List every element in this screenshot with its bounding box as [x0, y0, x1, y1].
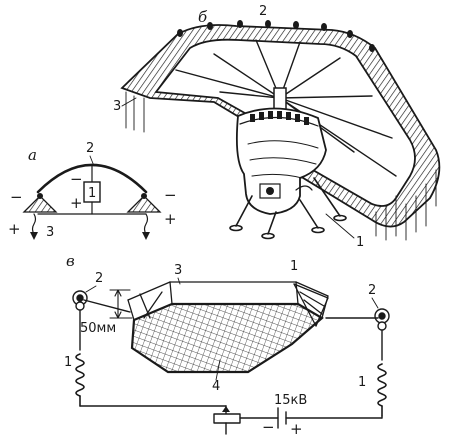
cabin-windows: [250, 111, 309, 125]
panel-c-callout-2-right: 2: [368, 283, 376, 298]
voltage-label: 15кВ: [274, 393, 307, 408]
left-support: [72, 290, 131, 351]
left-minus: −: [10, 188, 23, 206]
supply-plus: +: [290, 420, 303, 438]
corona-wires: [125, 91, 437, 241]
right-mast: [293, 283, 329, 327]
panel-c-letter: в: [66, 252, 75, 270]
panel-c-callout-4: 4: [212, 379, 220, 394]
ion-flow-left-arrow: [30, 232, 38, 240]
left-emitter: [22, 193, 58, 213]
panel-c-callout-3: 3: [174, 263, 182, 278]
octagon-grid: [130, 302, 324, 374]
panel-c-callout-1-left: 1: [64, 355, 72, 370]
wing-electrode-mesh: [120, 24, 441, 228]
panel-a-callout-3: 3: [46, 225, 54, 240]
panel-c-callout-1-mast: 1: [290, 259, 298, 274]
arched-electrode: [36, 163, 148, 194]
panel-a-callout-2: 2: [86, 141, 94, 156]
right-plus: +: [164, 210, 177, 228]
panel-b-callout-3: 3: [113, 99, 121, 114]
panel-c-callout-1-right: 1: [358, 375, 366, 390]
right-coil: [377, 363, 387, 417]
gap-label: 50мм: [80, 321, 116, 336]
panel-c-callout-2-left: 2: [95, 271, 103, 286]
supply-minus: −: [262, 418, 275, 436]
ion-flow-right-arrow: [142, 232, 150, 240]
gen-plus: +: [70, 194, 83, 212]
panel-b-letter: б: [198, 8, 208, 26]
panel-a-schematic: а 2 1 − + − + 3 − +: [8, 141, 177, 240]
panel-b-apparatus: б 2: [113, 4, 441, 250]
potentiometer-wiper: [222, 406, 230, 412]
right-support: [325, 308, 390, 361]
panel-c-setup: в 50мм: [64, 252, 390, 438]
leader-c-3: [177, 277, 181, 285]
leader-c-2-right: [371, 297, 379, 309]
panel-b-callout-2: 2: [259, 4, 267, 19]
leader-c-4: [215, 359, 221, 381]
right-minus: −: [164, 186, 177, 204]
gen-minus: −: [70, 170, 83, 188]
right-emitter: [126, 193, 162, 213]
ion-flow-right: [143, 213, 149, 235]
gap-dimension: [109, 289, 133, 319]
leader-a-2: [89, 155, 95, 167]
supply-circuit: [79, 405, 383, 435]
mast-hub: [273, 87, 287, 111]
cabin: [235, 107, 327, 215]
leader-b-1: [325, 213, 355, 239]
left-plus: +: [8, 220, 21, 238]
ion-flow-left: [31, 213, 37, 235]
wing-insulator-row: [177, 20, 375, 52]
panel-a-letter: а: [28, 146, 37, 164]
leader-c-2-left: [85, 285, 97, 293]
left-coil: [75, 353, 85, 407]
panel-a-callout-1: 1: [88, 186, 96, 201]
panel-b-callout-1: 1: [356, 235, 364, 250]
leader-b-3: [121, 97, 137, 107]
landing-legs: [229, 177, 347, 240]
